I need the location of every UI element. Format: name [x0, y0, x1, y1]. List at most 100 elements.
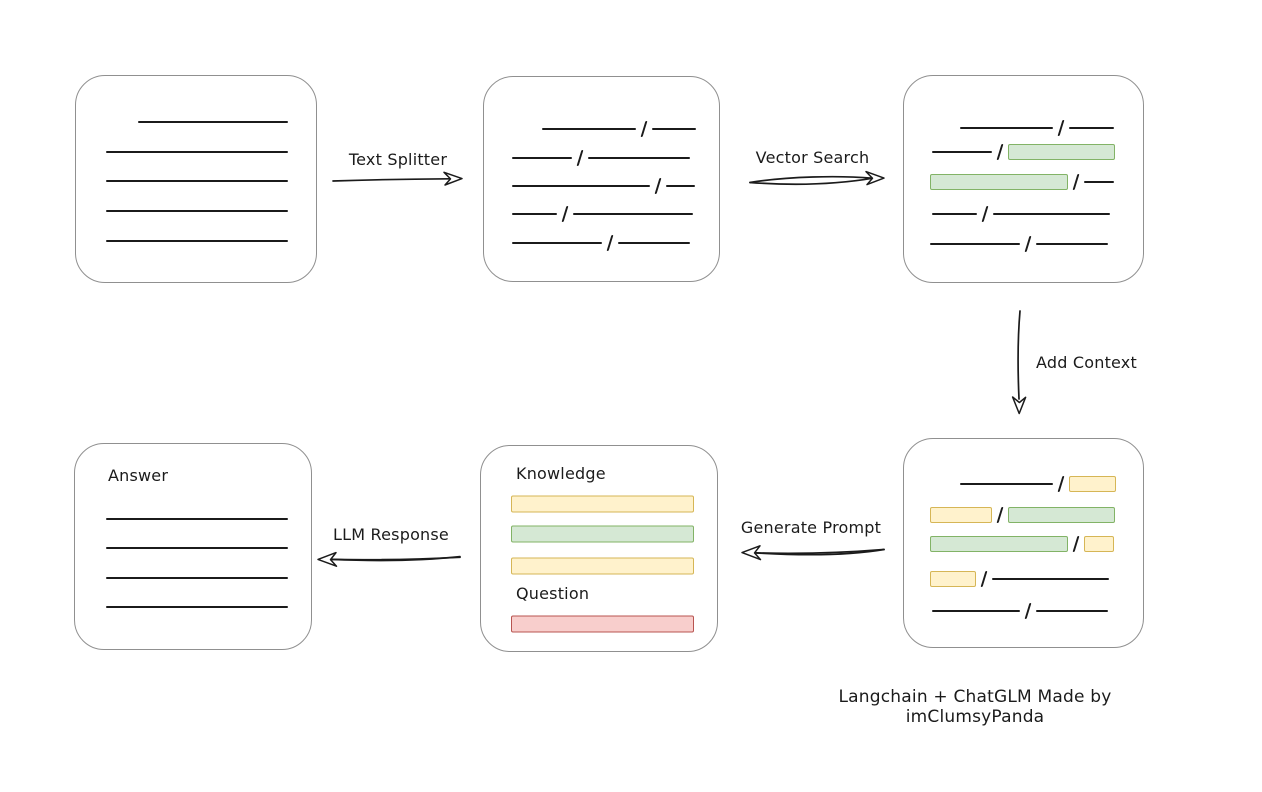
- slash-separator: [561, 206, 569, 222]
- text-splitter-arrow-label: Text Splitter: [348, 150, 448, 169]
- slash-separator: [996, 144, 1004, 160]
- segment-row: [930, 507, 1116, 523]
- text-line: [106, 151, 288, 153]
- text-line: [1084, 181, 1115, 183]
- split-chunks-box: [483, 76, 720, 282]
- text-line: [652, 128, 697, 130]
- text-line: [106, 547, 288, 549]
- prompt-box: Knowledge Question: [480, 445, 718, 652]
- text-line: [1069, 127, 1115, 129]
- text-line: [542, 128, 636, 130]
- yellow-highlight-box: [930, 507, 992, 523]
- segment-row: [932, 603, 1109, 619]
- segment-row: [512, 178, 696, 194]
- yellow-highlight-box: [511, 495, 694, 513]
- green-highlight-box: [511, 525, 694, 543]
- segment-row: [106, 151, 288, 153]
- answer-box: Answer: [74, 443, 312, 650]
- segment-row: [106, 606, 288, 608]
- green-highlight-box: [1008, 507, 1116, 523]
- vector-search-result-box: [903, 75, 1144, 283]
- generate-prompt-arrow: [741, 545, 885, 561]
- slash-separator: [980, 571, 988, 587]
- text-line: [512, 242, 602, 244]
- yellow-highlight-box: [1084, 536, 1115, 552]
- red-highlight-box: [511, 615, 694, 633]
- segment-row: [106, 210, 288, 212]
- segment-row: [106, 518, 288, 520]
- question-label: Question: [516, 584, 590, 603]
- segment-row: [106, 180, 288, 182]
- knowledge-label: Knowledge: [516, 464, 606, 483]
- add-context-arrow: [1011, 310, 1027, 415]
- segment-row: [511, 525, 694, 543]
- text-line: [618, 242, 691, 244]
- text-line: [106, 240, 288, 242]
- text-line: [932, 213, 977, 215]
- segment-row: [930, 174, 1115, 190]
- slash-separator: [1057, 120, 1065, 136]
- llm-response-arrow: [317, 551, 461, 567]
- segment-row: [960, 120, 1115, 136]
- answer-label: Answer: [108, 466, 169, 485]
- text-line: [1036, 610, 1109, 612]
- text-line: [588, 157, 691, 159]
- diagram-caption: Langchain + ChatGLM Made by imClumsyPand…: [838, 687, 1112, 727]
- segment-row: [512, 206, 694, 222]
- slash-separator: [640, 121, 648, 137]
- slash-separator: [981, 206, 989, 222]
- yellow-highlight-box: [930, 571, 976, 587]
- text-line: [106, 518, 288, 520]
- text-line: [106, 180, 288, 182]
- segment-row: [542, 121, 697, 137]
- segment-row: [511, 615, 694, 633]
- segment-row: [106, 240, 288, 242]
- segment-row: [512, 150, 691, 166]
- segment-row: [932, 206, 1111, 222]
- segment-row: [930, 571, 1110, 587]
- vector-search-arrow-label: Vector Search: [755, 148, 870, 167]
- llm-response-arrow-label: LLM Response: [333, 525, 449, 544]
- segment-row: [932, 144, 1116, 160]
- generate-prompt-arrow-label: Generate Prompt: [740, 518, 882, 537]
- text-line: [106, 210, 288, 212]
- text-line: [512, 213, 557, 215]
- green-highlight-box: [1008, 144, 1116, 160]
- text-line: [106, 577, 288, 579]
- yellow-highlight-box: [511, 557, 694, 575]
- green-highlight-box: [930, 536, 1068, 552]
- text-splitter-arrow: [332, 171, 463, 186]
- text-line: [512, 185, 650, 187]
- text-line: [512, 157, 572, 159]
- text-line: [573, 213, 694, 215]
- text-line: [1036, 243, 1109, 245]
- segment-row: [960, 476, 1117, 492]
- add-context-arrow-label: Add Context: [1036, 353, 1137, 372]
- text-line: [932, 610, 1020, 612]
- slash-separator: [1072, 174, 1080, 190]
- context-merged-box: [903, 438, 1144, 648]
- text-line: [666, 185, 696, 187]
- slash-separator: [1057, 476, 1065, 492]
- segment-row: [511, 495, 694, 513]
- segment-row: [106, 547, 288, 549]
- text-line: [993, 213, 1111, 215]
- text-line: [106, 606, 288, 608]
- text-line: [960, 127, 1053, 129]
- slash-separator: [996, 507, 1004, 523]
- segment-row: [106, 577, 288, 579]
- text-line: [960, 483, 1053, 485]
- segment-row: [930, 236, 1109, 252]
- document-box: [75, 75, 317, 283]
- slash-separator: [1024, 236, 1032, 252]
- text-line: [992, 578, 1110, 580]
- green-highlight-box: [930, 174, 1068, 190]
- yellow-highlight-box: [1069, 476, 1117, 492]
- slash-separator: [576, 150, 584, 166]
- text-line: [932, 151, 992, 153]
- slash-separator: [1072, 536, 1080, 552]
- vector-search-arrow: [749, 170, 885, 186]
- slash-separator: [654, 178, 662, 194]
- segment-row: [930, 536, 1115, 552]
